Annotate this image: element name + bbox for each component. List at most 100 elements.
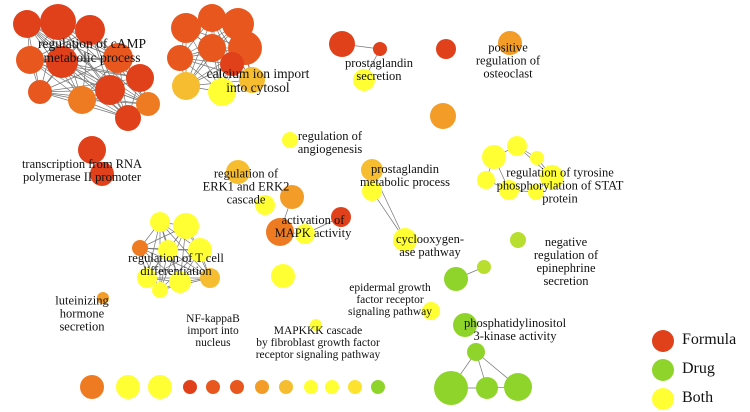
calcium-node[interactable]	[167, 45, 193, 71]
cluster-label-mapk: activation of MAPK activity	[274, 212, 352, 240]
cluster-label-stat: regulation of tyrosine phosphorylation o…	[496, 165, 624, 206]
lh-node[interactable]	[97, 292, 109, 304]
singleton-4-node[interactable]	[206, 380, 220, 394]
legend-swatch	[652, 330, 674, 352]
singleton-9-node[interactable]	[325, 380, 339, 394]
singleton-11-node[interactable]	[371, 380, 385, 394]
prostaglandin-metabolic-node[interactable]	[362, 181, 382, 201]
pi3k-node[interactable]	[444, 267, 468, 291]
tcell-node[interactable]	[188, 238, 212, 262]
singleton-1-node[interactable]	[116, 375, 140, 399]
camp-node[interactable]	[115, 105, 141, 131]
angiogenesis-node[interactable]	[430, 103, 456, 129]
cluster-label-prostaglandin-secretion: prostaglandin secretion	[344, 55, 414, 83]
prostaglandin-secretion-node[interactable]	[329, 31, 355, 57]
camp-node[interactable]	[68, 86, 96, 114]
prostaglandin-secretion-node[interactable]	[373, 42, 387, 56]
stat-node[interactable]	[499, 180, 519, 200]
epinephrine-node[interactable]	[510, 232, 526, 248]
singleton-8-node[interactable]	[304, 380, 318, 394]
cluster-label-lh: luteinizing hormone secretion	[55, 293, 109, 334]
stat-node[interactable]	[482, 145, 506, 169]
camp-node[interactable]	[103, 43, 133, 73]
singleton-6-node[interactable]	[255, 380, 269, 394]
calcium-node[interactable]	[198, 4, 226, 32]
mapk-node[interactable]	[266, 218, 294, 246]
pi3k-node[interactable]	[467, 343, 485, 361]
cluster-label-epinephrine: negative regulation of epinephrine secre…	[533, 234, 599, 289]
calcium-node[interactable]	[198, 34, 226, 62]
singleton-10-node[interactable]	[348, 380, 362, 394]
egf-node[interactable]	[422, 302, 440, 320]
calcium-node[interactable]	[220, 52, 244, 76]
calcium-node[interactable]	[208, 78, 236, 106]
egf-node[interactable]	[271, 264, 295, 288]
pi3k-node[interactable]	[504, 373, 532, 401]
stat-node[interactable]	[528, 184, 544, 200]
cluster-label-pi3k: phosphatidylinositol 3-kinase activity	[463, 315, 567, 343]
tcell-node[interactable]	[169, 271, 191, 293]
stat-node[interactable]	[477, 171, 495, 189]
mapkkk-node[interactable]	[310, 319, 322, 331]
legend-swatch	[652, 388, 674, 410]
tcell-node[interactable]	[150, 212, 170, 232]
legend-label: Drug	[682, 360, 715, 377]
mapk-node[interactable]	[331, 207, 351, 227]
cluster-label-osteoclast: positive regulation of osteoclast	[475, 40, 541, 81]
camp-node[interactable]	[16, 46, 44, 74]
pi3k-node[interactable]	[453, 313, 477, 337]
camp-edge	[89, 29, 129, 119]
cluster-label-tcell: regulation of T cell differentiation	[128, 250, 224, 278]
osteoclast-node[interactable]	[498, 31, 522, 55]
stat-node[interactable]	[540, 165, 564, 189]
network-nodes	[13, 4, 564, 405]
camp-node[interactable]	[75, 15, 105, 45]
cluster-label-cyclooxygenase: cyclooxygen- ase pathway	[395, 231, 465, 259]
singleton-7-node[interactable]	[279, 380, 293, 394]
tcell-node[interactable]	[200, 268, 220, 288]
tcell-node[interactable]	[158, 240, 178, 260]
erk-node[interactable]	[226, 160, 250, 184]
tcell-node[interactable]	[152, 282, 168, 298]
camp-node[interactable]	[126, 64, 154, 92]
prostaglandin-metabolic-node[interactable]	[361, 159, 383, 181]
cluster-label-nfkb: NF-kappaB import into nucleus	[186, 312, 240, 350]
camp-node[interactable]	[13, 10, 41, 38]
tcell-node[interactable]	[132, 240, 148, 256]
mapk-node[interactable]	[280, 185, 304, 209]
singleton-0-node[interactable]	[80, 375, 104, 399]
transcription-node[interactable]	[78, 136, 106, 164]
transcription-node[interactable]	[90, 162, 114, 186]
tcell-node[interactable]	[137, 268, 157, 288]
cluster-label-calcium: calcium ion import into cytosol	[206, 65, 310, 95]
camp-edge	[57, 21, 149, 105]
legend-swatch	[652, 359, 674, 381]
stat-node[interactable]	[530, 151, 544, 165]
stat-node[interactable]	[507, 136, 527, 156]
mapk-node[interactable]	[295, 224, 315, 244]
camp-node[interactable]	[95, 75, 125, 105]
erk-node[interactable]	[255, 195, 275, 215]
prostaglandin-secretion-node[interactable]	[353, 69, 375, 91]
singleton-3-node[interactable]	[183, 380, 197, 394]
singleton-5-node[interactable]	[230, 380, 244, 394]
prostaglandin-metabolic-node[interactable]	[393, 228, 417, 252]
calcium-node[interactable]	[239, 67, 265, 93]
camp-edge	[26, 23, 149, 105]
camp-node[interactable]	[136, 92, 160, 116]
singleton-2-node[interactable]	[148, 375, 172, 399]
calcium-node[interactable]	[171, 13, 201, 43]
pi3k-node[interactable]	[434, 371, 468, 405]
camp-node[interactable]	[40, 4, 76, 40]
pi3k-node[interactable]	[476, 377, 498, 399]
calcium-node[interactable]	[172, 72, 200, 100]
tcell-node[interactable]	[173, 213, 199, 239]
osteoclast-node[interactable]	[436, 39, 456, 59]
pi3k-node[interactable]	[477, 260, 491, 274]
cluster-label-mapkkk: MAPKKK cascade by fibroblast growth fact…	[255, 324, 381, 362]
camp-edge	[39, 77, 141, 93]
angiogenesis-node[interactable]	[282, 132, 298, 148]
camp-node[interactable]	[46, 46, 78, 78]
camp-node[interactable]	[28, 80, 52, 104]
